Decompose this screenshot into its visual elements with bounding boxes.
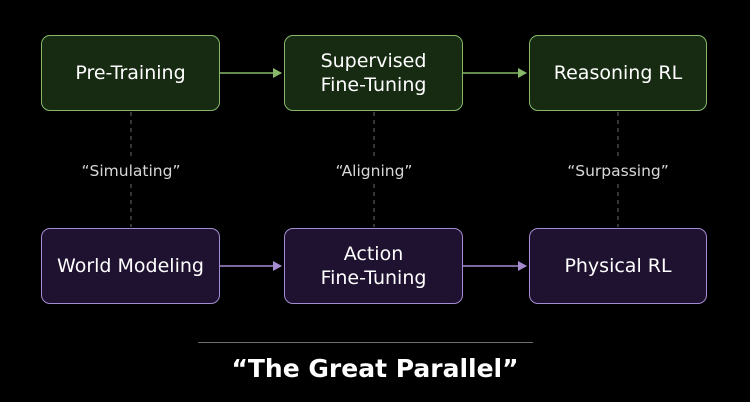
stage-physical-rl: Physical RL: [529, 228, 707, 304]
stage-world-modeling-label: World Modeling: [57, 255, 204, 277]
connection-label-simulating: “Simulating”: [75, 160, 187, 182]
footer-divider: [198, 342, 533, 343]
stage-action-fine-tuning: Action Fine-Tuning: [284, 228, 463, 304]
stage-supervised-fine-tuning: Supervised Fine-Tuning: [284, 35, 463, 111]
footer-title: “The Great Parallel”: [231, 354, 519, 383]
stage-reasoning-rl: Reasoning RL: [529, 35, 707, 111]
connection-label-aligning: “Aligning”: [329, 160, 419, 182]
stage-pre-training-label: Pre-Training: [75, 62, 186, 84]
stage-physical-rl-label: Physical RL: [564, 255, 672, 277]
connection-label-surpassing: “Surpassing”: [561, 160, 675, 182]
stage-world-modeling: World Modeling: [41, 228, 220, 304]
stage-reasoning-rl-label: Reasoning RL: [553, 62, 683, 84]
stage-supervised-fine-tuning-label: Supervised Fine-Tuning: [320, 50, 427, 96]
stage-pre-training: Pre-Training: [41, 35, 220, 111]
stage-action-fine-tuning-label: Action Fine-Tuning: [320, 243, 427, 289]
